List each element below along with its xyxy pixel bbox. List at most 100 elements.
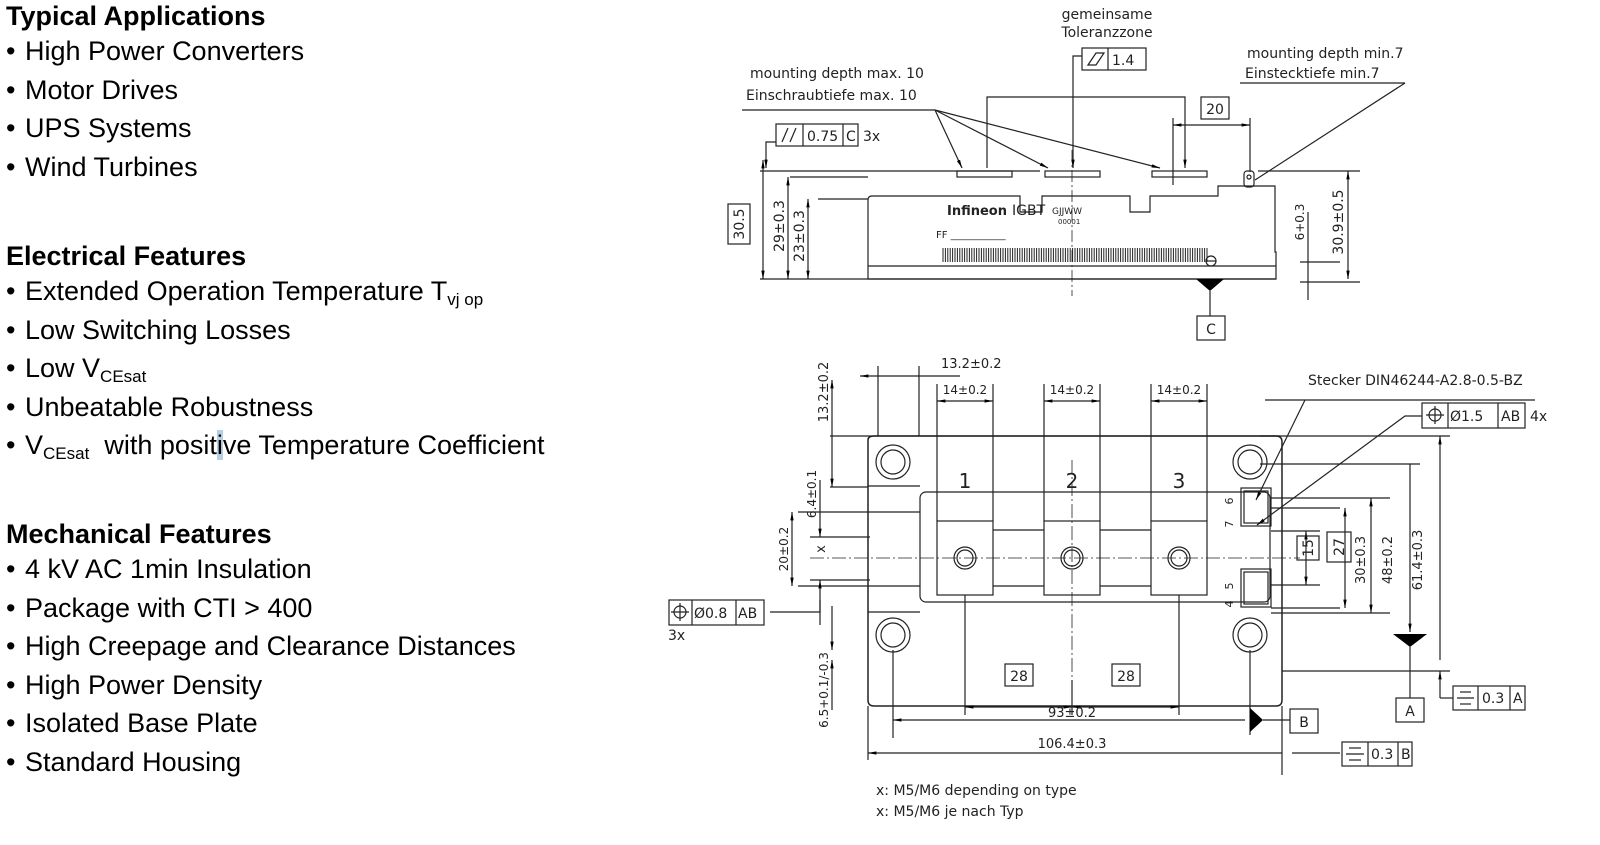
list-item: •Low Switching Losses	[6, 311, 545, 350]
terminal-pad	[1151, 170, 1208, 178]
aux-connector-upper	[1240, 487, 1272, 527]
mounting-hole	[875, 617, 911, 653]
bullet-icon: •	[6, 391, 16, 422]
parallelism-count: 3x	[863, 129, 880, 145]
aux-pin-number: 5	[1223, 583, 1236, 590]
terminal-number: 1	[959, 469, 972, 493]
aux-pin-number: 6	[1223, 498, 1236, 505]
dim-6-4: 6.4±0.1	[805, 470, 819, 518]
datum-triangle	[1393, 634, 1427, 647]
typical-applications-section: Typical Applications •High Power Convert…	[6, 0, 304, 186]
mechanical-features-section: Mechanical Features •4 kV AC 1min Insula…	[6, 518, 516, 781]
datum-triangle	[1250, 708, 1263, 732]
aux-pin-number: 7	[1223, 521, 1236, 528]
dim-48: 48±0.2	[1381, 536, 1396, 584]
package-outline-drawing: gemeinsame Toleranzzone 1.4 mounting dep…	[660, 0, 1600, 845]
list-item: •Motor Drives	[6, 71, 304, 110]
dim-13-2-v: 13.2±0.2	[817, 362, 832, 423]
list-item: •Standard Housing	[6, 743, 516, 782]
dim-13-2-h: 13.2±0.2	[941, 357, 1002, 372]
dim-20: 20	[1206, 102, 1224, 118]
parallelism-datum: C	[846, 129, 856, 145]
terminal-pad	[956, 170, 1013, 178]
position-count: 4x	[1530, 409, 1547, 425]
connector-label: Stecker DIN46244-A2.8-0.5-BZ	[1308, 373, 1523, 389]
serial-label: 00001	[1058, 218, 1080, 226]
bullet-icon: •	[6, 430, 16, 460]
electrical-features-section: Electrical Features •Extended Operation …	[6, 240, 545, 465]
position-icon	[1426, 406, 1444, 424]
flatness-frame	[1081, 47, 1147, 71]
bullet-icon: •	[6, 746, 16, 777]
list-item: •Package with CTI > 400	[6, 589, 516, 628]
text-selection-highlight: i	[216, 430, 223, 460]
dim-6: 6+0.3	[1293, 204, 1307, 241]
bullet-icon: •	[6, 276, 16, 306]
list-item: •Extended Operation Temperature Tvj op	[6, 272, 545, 311]
position-frame-0-8	[668, 599, 765, 626]
position-frame-1-5	[1421, 402, 1526, 429]
position-value: Ø1.5	[1450, 409, 1483, 425]
dim-28-box	[1004, 663, 1034, 687]
terminal-number: 2	[1066, 469, 1079, 493]
mounting-depth-min-de: Einstecktiefe min.7	[1245, 66, 1380, 82]
bullet-icon: •	[6, 353, 16, 383]
list-item: •Isolated Base Plate	[6, 704, 516, 743]
barcode	[942, 248, 1208, 262]
symmetry-frame-a	[1452, 685, 1526, 711]
part-number-label: FF ___________	[936, 230, 1007, 241]
thread-note-en: x: M5/M6 depending on type	[876, 783, 1077, 799]
dim-28: 28	[1010, 669, 1028, 685]
mounting-depth-min-en: mounting depth min.7	[1247, 46, 1404, 62]
terminal-pad	[1044, 170, 1101, 178]
bullet-icon: •	[6, 74, 16, 105]
dim-14: 14±0.2	[943, 383, 987, 397]
symmetry-frame-b	[1341, 741, 1413, 767]
list-item: •High Power Converters	[6, 32, 304, 71]
flatness-icon	[1086, 52, 1106, 66]
type-label: IGBT	[1012, 203, 1046, 219]
list-item: •4 kV AC 1min Insulation	[6, 550, 516, 589]
bullet-icon: •	[6, 592, 16, 623]
position-count: 3x	[668, 628, 685, 644]
dim-29: 29±0.3	[772, 200, 788, 252]
datum-b-box	[1289, 708, 1319, 734]
list-item: •UPS Systems	[6, 109, 304, 148]
typical-applications-heading: Typical Applications	[6, 1, 266, 31]
dim-14: 14±0.2	[1157, 383, 1201, 397]
mounting-depth-max-en: mounting depth max. 10	[750, 66, 924, 82]
bullet-icon: •	[6, 631, 16, 661]
dim-14: 14±0.2	[1050, 383, 1094, 397]
bullet-icon: •	[6, 314, 16, 345]
dim-27: 27	[1332, 538, 1348, 556]
parallelism-frame	[775, 123, 859, 147]
bullet-icon: •	[6, 36, 16, 66]
aux-pin-number: 4	[1223, 601, 1236, 608]
module-body-side	[867, 185, 1277, 280]
bullet-icon: •	[6, 708, 16, 738]
list-item: •Wind Turbines	[6, 148, 304, 187]
position-value: Ø0.8	[694, 606, 727, 622]
dim-20: 20±0.2	[777, 527, 791, 571]
position-icon	[671, 603, 689, 621]
dim-30: 30±0.3	[1354, 536, 1369, 584]
aux-pin	[1243, 170, 1255, 188]
symmetry-icon	[1457, 691, 1474, 705]
top-view	[668, 366, 1535, 775]
common-tolerance-zone-label: Toleranzzone	[1060, 25, 1152, 41]
datum-triangle	[1196, 279, 1224, 291]
electrical-features-list: •Extended Operation Temperature Tvj op •…	[6, 272, 545, 465]
dim-15-box	[1296, 535, 1320, 561]
electrical-features-heading: Electrical Features	[6, 241, 247, 271]
dim-15: 15	[1301, 539, 1317, 557]
drawing-svg: gemeinsame Toleranzzone 1.4 mounting dep…	[668, 7, 1547, 820]
mechanical-features-list: •4 kV AC 1min Insulation •Package with C…	[6, 550, 516, 781]
dim-x: x	[814, 545, 829, 553]
thread-note-de: x: M5/M6 je nach Typ	[876, 804, 1024, 820]
list-item: •Low VCEsat	[6, 349, 545, 388]
datum-a-label: A	[1405, 704, 1415, 720]
common-tolerance-zone-label: gemeinsame	[1062, 7, 1153, 23]
bullet-icon: •	[6, 113, 16, 143]
mounting-depth-max-de: Einschraubtiefe max. 10	[746, 88, 917, 104]
symmetry-value: 0.3	[1482, 691, 1504, 707]
